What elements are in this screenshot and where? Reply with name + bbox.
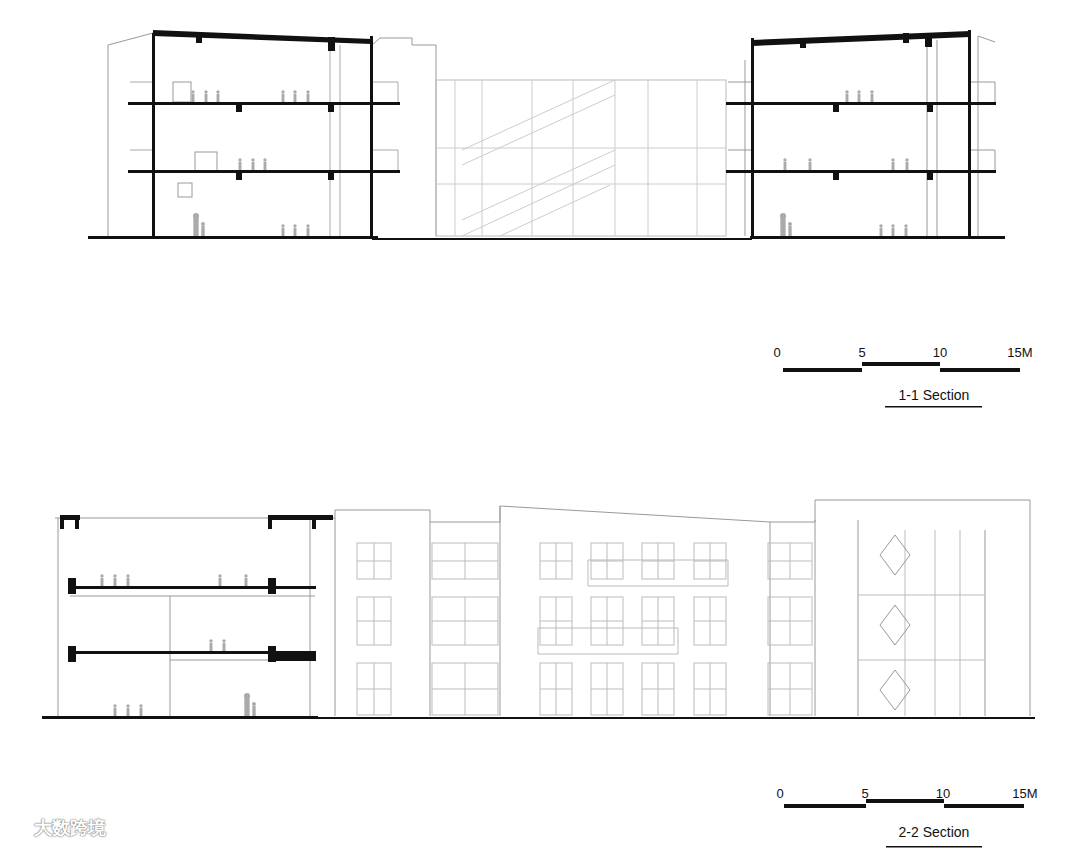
window <box>694 597 726 645</box>
person-figure <box>244 574 247 586</box>
scale-number: 5 <box>861 787 868 800</box>
window-mullion <box>768 597 812 645</box>
person-figure <box>783 158 786 170</box>
window <box>432 597 498 645</box>
person-figure <box>808 158 811 170</box>
window-mullion <box>357 597 391 645</box>
window <box>357 597 391 645</box>
person-figure <box>222 639 225 651</box>
window <box>432 543 498 579</box>
window <box>540 663 572 715</box>
person-figure <box>209 639 212 651</box>
person-figure <box>126 704 129 716</box>
person-figure <box>870 90 873 102</box>
window <box>694 663 726 715</box>
window <box>591 597 623 645</box>
person-figure <box>891 158 894 170</box>
window-mullion <box>357 543 391 579</box>
person-figure <box>201 222 205 236</box>
window-mullion <box>694 543 726 579</box>
window-mullion <box>357 663 391 715</box>
person-figure <box>139 704 142 716</box>
window <box>642 543 674 579</box>
scale-number: 0 <box>776 787 783 800</box>
person-figure <box>113 574 116 586</box>
window <box>642 597 674 645</box>
scale-number: 10 <box>933 346 947 359</box>
person-figure <box>193 213 199 236</box>
window-mullion <box>540 597 572 645</box>
window-mullion <box>642 543 674 579</box>
person-figure <box>281 224 284 236</box>
person-figure <box>216 90 219 102</box>
person-figure <box>281 90 284 102</box>
window-mullion <box>432 597 498 645</box>
person-figure <box>244 693 250 716</box>
scale-number: 5 <box>858 346 865 359</box>
person-figure <box>252 702 256 716</box>
person-figure <box>891 224 894 236</box>
scale-number: 15M <box>1007 346 1032 359</box>
scale-number: 15M <box>1012 787 1037 800</box>
person-figure <box>113 704 116 716</box>
window-mullion <box>591 597 623 645</box>
person-figure <box>293 90 296 102</box>
window <box>642 663 674 715</box>
person-figure <box>905 158 908 170</box>
scale-number: 10 <box>936 787 950 800</box>
window <box>694 543 726 579</box>
window-mullion <box>768 663 812 715</box>
window-mullion <box>591 663 623 715</box>
person-figure <box>306 90 309 102</box>
window <box>540 597 572 645</box>
window <box>432 663 498 715</box>
person-figure <box>263 158 266 170</box>
window-mullion <box>432 663 498 715</box>
window <box>768 663 812 715</box>
person-figure <box>306 224 309 236</box>
window <box>540 543 572 579</box>
window-mullion <box>642 663 674 715</box>
window <box>357 543 391 579</box>
window-mullion <box>432 543 498 579</box>
person-figure <box>126 574 129 586</box>
window-mullion <box>540 543 572 579</box>
section-title: 2-2 Section <box>899 825 970 839</box>
person-figure <box>100 574 103 586</box>
person-figure <box>238 158 241 170</box>
window-mullion <box>694 597 726 645</box>
person-figure <box>879 224 882 236</box>
person-figure <box>251 158 254 170</box>
scale-number: 0 <box>773 346 780 359</box>
person-figure <box>293 224 296 236</box>
person-figure <box>904 224 907 236</box>
window <box>591 663 623 715</box>
person-figure <box>204 90 207 102</box>
section-title: 1-1 Section <box>899 388 970 402</box>
window-mullion <box>694 663 726 715</box>
window-mullion <box>591 543 623 579</box>
window-mullion <box>768 543 812 579</box>
window <box>768 597 812 645</box>
person-figure <box>218 574 221 586</box>
window <box>591 543 623 579</box>
person-figure <box>788 222 792 236</box>
person-figure <box>845 90 848 102</box>
person-figure <box>191 90 194 102</box>
window <box>768 543 812 579</box>
window <box>357 663 391 715</box>
window-mullion <box>642 597 674 645</box>
window-mullion <box>540 663 572 715</box>
person-figure <box>780 213 786 236</box>
watermark: 大数跨境 <box>34 819 106 837</box>
person-figure <box>857 90 860 102</box>
